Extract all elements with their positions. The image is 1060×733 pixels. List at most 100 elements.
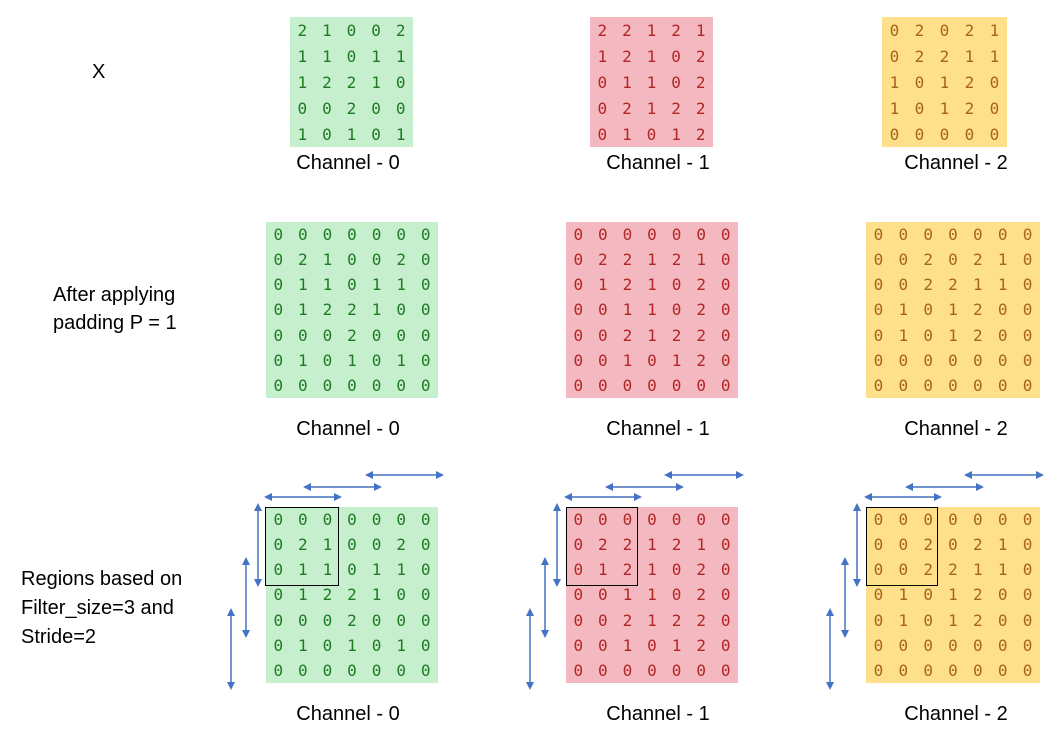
matrix-cell: 0 [873,510,884,530]
matrix-cell: 2 [696,300,706,320]
matrix-cell: 2 [696,635,706,655]
padding-label: After applying padding P = 1 [53,281,177,337]
matrix-cell: 1 [622,124,632,144]
matrix-cell: 2 [396,535,406,555]
matrix-cell: 0 [923,610,933,630]
matrix-cell: 0 [573,250,584,270]
matrix-cell: 1 [622,72,632,92]
matrix-cell: 0 [671,225,682,245]
matrix-cell: 0 [298,325,308,345]
matrix-cell: 0 [622,510,633,530]
matrix-cell: 2 [973,325,983,345]
matrix-cell: 2 [347,585,357,605]
matrix-cell: 1 [646,98,657,118]
matrix-cell: 1 [395,46,406,66]
matrix-cell: 2 [973,300,983,320]
matrix-cell: 1 [696,250,706,270]
matrix-cell: 0 [898,535,909,555]
matrix-cell: 0 [964,124,975,144]
matrix-cell: 0 [720,225,731,245]
matrix-cell: 0 [671,585,682,605]
matrix-cell: 2 [671,20,681,40]
matrix-cell: 1 [948,325,958,345]
matrix-cell: 0 [322,635,333,655]
regions-label-line-3: Stride=2 [21,626,97,648]
matrix-cell: 0 [997,325,1008,345]
matrix-cell: 0 [1022,300,1033,320]
matrix-cell: 0 [889,46,900,66]
matrix-cell: 2 [696,585,706,605]
matrix-cell: 2 [948,560,958,580]
matrix-cell: 2 [395,20,406,40]
matrix-cell: 0 [420,635,431,655]
matrix-cell: 0 [939,20,950,40]
matrix-cell: 1 [671,124,681,144]
matrix-cell: 0 [322,510,333,530]
matrix-cell: 1 [347,350,357,370]
matrix-cell: 0 [573,635,584,655]
matrix-cell: 0 [573,375,584,395]
matrix-cell: 0 [597,72,608,92]
matrix-cell: 0 [720,375,731,395]
matrix-cell: 1 [297,124,308,144]
matrix-cell: 0 [997,350,1008,370]
matrix-cell: 0 [420,375,431,395]
matrix-cell: 2 [671,610,682,630]
matrix-cell: 0 [873,325,884,345]
matrix-cell: 0 [598,660,608,680]
matrix-cell: 0 [873,350,884,370]
matrix-cell: 0 [671,510,682,530]
matrix-cell: 0 [273,560,284,580]
matrix-cell: 0 [346,20,357,40]
matrix-cell: 0 [997,635,1008,655]
matrix-cell: 0 [598,585,608,605]
matrix-cell: 0 [671,300,682,320]
matrix-cell: 0 [347,225,357,245]
matrix-cell: 0 [671,72,681,92]
matrix-cell: 0 [371,225,382,245]
matrix-cell: 0 [598,510,608,530]
matrix-cell: 0 [322,375,333,395]
matrix-cell: 2 [597,20,608,40]
matrix-cell: 2 [948,275,958,295]
padding-label-line-2: padding P = 1 [53,312,177,334]
caption-prefix: Channel - [606,418,699,440]
matrix-cell: 2 [347,610,357,630]
matrix-cell: 0 [898,350,909,370]
matrix-cell: 0 [923,660,933,680]
matrix-cell: 0 [720,350,731,370]
matrix-cell: 1 [371,72,381,92]
caption-prefix: Channel - [296,152,389,174]
caption-channel-id: 2 [996,152,1008,174]
matrix-cell: 1 [647,250,657,270]
matrix-cell: 0 [898,510,909,530]
matrix-cell: 2 [964,20,975,40]
matrix-cell: 2 [622,46,632,66]
matrix-cell: 0 [322,660,333,680]
matrix-cell: 0 [347,275,357,295]
matrix-cell: 1 [647,610,657,630]
caption-region-channel-2: Channel - 2 [856,703,1056,726]
matrix-cell: 0 [396,585,406,605]
matrix-cell: 0 [989,124,1000,144]
matrix-cell: 0 [997,375,1008,395]
matrix-cell: 0 [273,510,284,530]
matrix-cell: 2 [346,72,357,92]
matrix-cell: 0 [347,510,357,530]
matrix-cell: 0 [973,660,983,680]
matrix-cell: 0 [396,375,406,395]
matrix-cell: 1 [997,560,1008,580]
matrix-cell: 1 [298,300,308,320]
caption-padded-channel-0: Channel - 0 [248,418,448,441]
matrix-cell: 2 [622,325,633,345]
matrix-cell: 1 [622,635,633,655]
matrix-cell: 0 [322,325,333,345]
matrix-cell: 0 [273,610,284,630]
matrix-cell: 0 [720,535,731,555]
matrix-cell: 0 [873,375,884,395]
